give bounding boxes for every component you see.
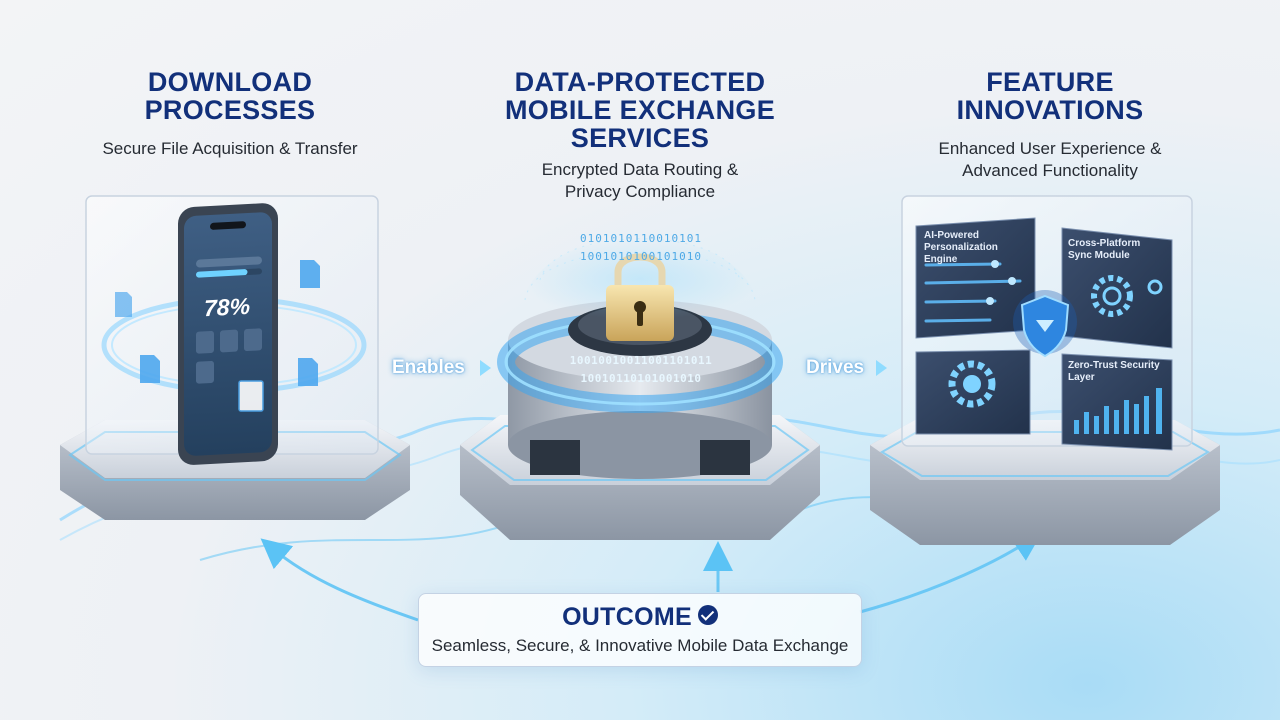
download-title: DOWNLOAD PROCESSES (144, 67, 316, 125)
feature-innovations-title: FEATURE INNOVATIONS (956, 67, 1144, 125)
ai-panel-label: AI-Powered Personalization Engine (924, 230, 998, 265)
feature-panels (915, 217, 1173, 451)
drives-label: Drives (806, 357, 865, 378)
sync-panel-label: Cross-Platform Sync Module (1068, 238, 1141, 261)
zero-trust-panel-label: Zero-Trust Security Layer (1068, 360, 1160, 383)
arrow-right-icon (876, 360, 887, 376)
arrow-right-to-outcome (859, 531, 1043, 614)
left-platform (60, 195, 410, 520)
feature-innovations-subtitle: Enhanced User Experience & Advanced Func… (938, 139, 1162, 180)
binary-row-3: 10010010011001101011 (569, 354, 713, 367)
binary-row-1: 0101010110010101 (580, 232, 702, 245)
gear-icon (1091, 275, 1133, 317)
binary-row-4: 10010110101001010 (580, 372, 702, 385)
data-protected-subtitle: Encrypted Data Routing & Privacy Complia… (541, 160, 739, 201)
binary-row-2: 1001010100101010 (580, 250, 702, 263)
download-subtitle: Secure File Acquisition & Transfer (102, 139, 358, 158)
download-progress-bar (196, 269, 248, 278)
data-protected-title: DATA-PROTECTED MOBILE EXCHANGE SERVICES (504, 67, 776, 153)
arrow-left-to-outcome (260, 538, 419, 622)
document-icon (115, 260, 320, 412)
phone-screen (196, 256, 262, 384)
lock-shackle (614, 253, 666, 288)
phone-progress-text: 78% (204, 292, 251, 322)
arrow-right-icon (480, 360, 491, 376)
center-platform (460, 237, 820, 540)
check-circle-icon (697, 605, 718, 626)
outcome-title: OUTCOME (562, 603, 692, 631)
enables-label: Enables (392, 357, 465, 378)
outcome-text: Seamless, Secure, & Innovative Mobile Da… (431, 636, 849, 655)
outcome-card: OUTCOME Seamless, Secure, & Innovative M… (418, 593, 862, 667)
